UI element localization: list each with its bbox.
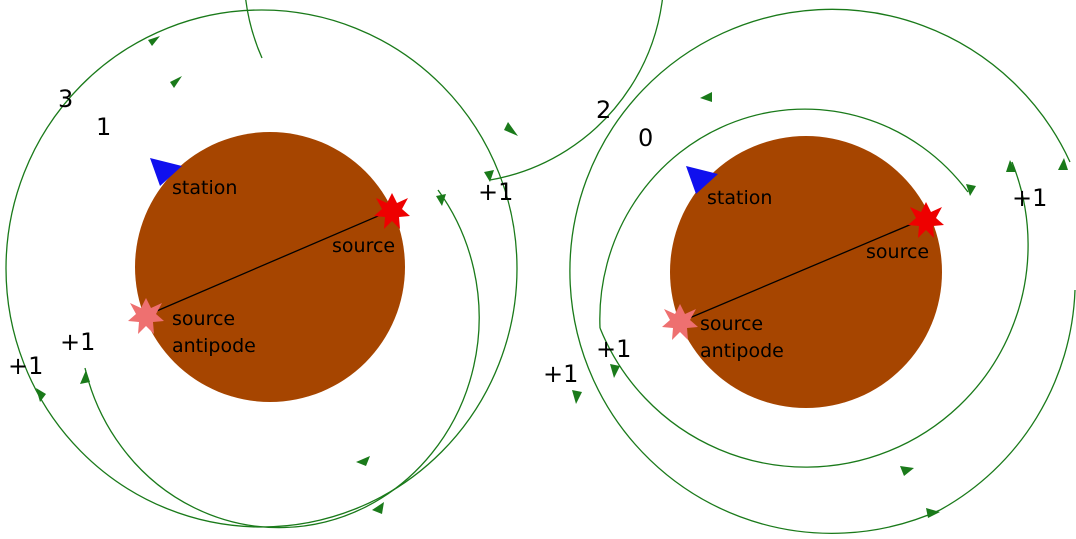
inner-left-increment: +1 <box>60 328 95 356</box>
arrow-icon <box>484 170 494 182</box>
inner-left-increment: +1 <box>596 335 631 363</box>
panel-right: station source source antipode 2 0 +1 +1… <box>543 8 1076 534</box>
arrow-icon <box>372 502 384 514</box>
arrow-icon <box>436 194 446 206</box>
planet <box>135 132 405 402</box>
inner-count-label: 1 <box>96 113 111 141</box>
arrow-icon <box>1058 158 1068 170</box>
outer-left-increment: +1 <box>543 360 578 388</box>
arrow-icon <box>926 508 940 518</box>
arrow-icon <box>80 370 90 384</box>
antipode-label-line2: antipode <box>700 340 784 362</box>
arrow-icon <box>610 364 620 378</box>
station-label: station <box>172 177 237 199</box>
arrow-icon <box>900 466 914 476</box>
outer-ray-path-return <box>5 9 263 528</box>
planet <box>670 136 942 408</box>
arrow-icon <box>572 390 582 404</box>
source-label: source <box>866 241 929 263</box>
outer-ray-path-right <box>939 289 1076 511</box>
arrow-icon <box>148 36 160 46</box>
inner-ray-path-lower <box>84 189 480 529</box>
arrow-icon <box>966 184 976 196</box>
arrow-icon <box>504 122 518 136</box>
outer-count-label: 3 <box>58 85 73 113</box>
arrow-icon <box>170 76 182 88</box>
antipode-label-line1: source <box>172 308 235 330</box>
source-star-icon <box>908 202 944 238</box>
source-antipode-chord <box>144 209 393 317</box>
inner-right-increment: +1 <box>1012 184 1047 212</box>
source-label: source <box>332 235 395 257</box>
antipode-label-line2: antipode <box>172 335 256 357</box>
outer-ray-path <box>260 9 518 528</box>
outer-left-increment: +1 <box>8 352 43 380</box>
panel-left: station source source antipode 3 1 +1 +1… <box>5 0 663 529</box>
antipode-star-icon <box>128 298 164 334</box>
outer-count-label: 2 <box>596 96 611 124</box>
source-star-icon <box>374 193 410 229</box>
station-triangle-icon <box>150 158 182 186</box>
arrow-icon <box>1006 160 1016 172</box>
antipode-star-icon <box>662 304 698 340</box>
arrow-icon <box>36 388 46 402</box>
inner-ray-path <box>599 108 969 329</box>
source-antipode-chord <box>679 217 927 323</box>
arrow-icon <box>356 456 370 466</box>
antipode-label-line1: source <box>700 313 763 335</box>
station-label: station <box>707 187 772 209</box>
inner-ray-path <box>245 0 663 181</box>
arrow-icon <box>700 92 712 102</box>
inner-right-increment: +1 <box>478 178 513 206</box>
inner-ray-path-lower <box>599 161 1029 468</box>
station-triangle-icon <box>686 166 718 194</box>
outer-ray-path <box>569 8 1071 534</box>
inner-count-label: 0 <box>638 124 653 152</box>
